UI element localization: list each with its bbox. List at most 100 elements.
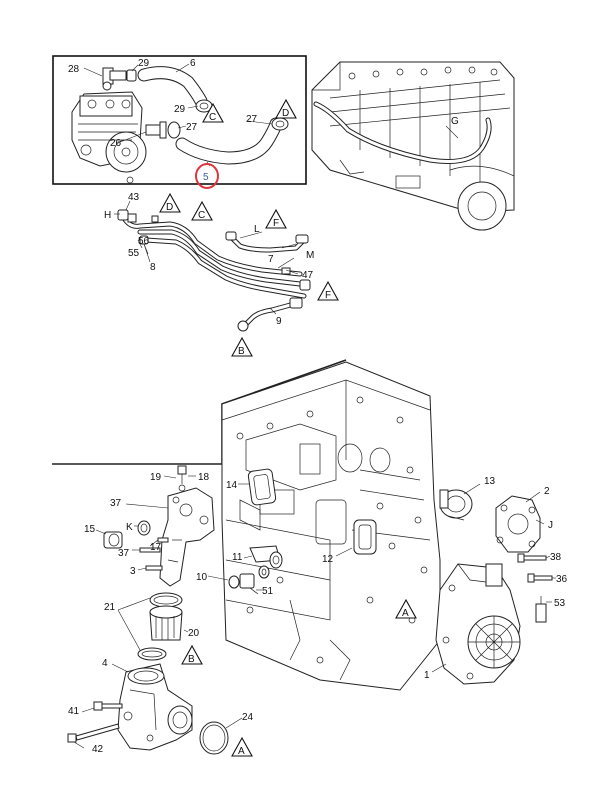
- callout-37-top: 37: [110, 498, 122, 509]
- callout-2: 2: [544, 486, 550, 497]
- callout-12: 12: [322, 554, 334, 565]
- o-ring-upper: [149, 592, 183, 608]
- callout-10: 10: [196, 572, 208, 583]
- reference-triangle-b-lower: B: [181, 644, 203, 665]
- callout-37-lower: 37: [118, 548, 130, 559]
- callout-7: 7: [268, 254, 274, 265]
- compressor-illustration: [71, 91, 147, 184]
- detail-inset: 28 29 6 29 27 27 26 5 C D: [52, 55, 307, 189]
- callout-6: 6: [190, 58, 196, 69]
- engine-head-illustration: [311, 61, 515, 231]
- callout-56: 56: [138, 236, 150, 247]
- callout-53: 53: [554, 598, 566, 609]
- callout-g: G: [451, 116, 459, 127]
- callout-29-middle: 29: [174, 104, 186, 115]
- coolant-tube-assembly: [117, 209, 311, 332]
- bolt-18-19: [177, 465, 187, 492]
- reference-triangle-d-mid: D: [159, 192, 181, 213]
- reference-triangle-b-top: B: [231, 336, 253, 357]
- svg-text:D: D: [282, 108, 289, 119]
- callout-47: 47: [302, 270, 314, 281]
- callout-36: 36: [556, 574, 568, 585]
- callout-17: 17: [150, 542, 162, 553]
- seal-k: [137, 520, 151, 536]
- reference-triangle-c-top: C: [202, 102, 224, 123]
- thermostat-housing-2: [495, 495, 541, 553]
- callout-9: 9: [276, 316, 282, 327]
- hose-fitting: [145, 121, 167, 139]
- svg-text:B: B: [188, 654, 195, 665]
- callout-m: M: [306, 250, 314, 261]
- reference-triangle-d-top: D: [275, 98, 297, 119]
- engine-block-illustration: [52, 359, 441, 691]
- callout-11: 11: [232, 552, 243, 563]
- hose-clamp-left: [167, 121, 181, 139]
- o-ring-lower: [137, 647, 167, 661]
- hose-clamp-right: [271, 117, 289, 131]
- reference-triangle-a-lower: A: [231, 736, 253, 757]
- reference-triangle-f-upper: F: [265, 208, 287, 229]
- filter-housing-4: [117, 663, 193, 751]
- callout-k: K: [126, 522, 133, 533]
- hose-clamp-top: [126, 69, 137, 82]
- callout-28: 28: [68, 64, 80, 75]
- reference-triangle-c-mid: C: [191, 200, 213, 221]
- callout-27-right: 27: [246, 114, 258, 125]
- callout-26: 26: [110, 138, 122, 149]
- bolt-41: [93, 701, 123, 711]
- plug-15: [103, 531, 123, 549]
- callout-21: 21: [104, 602, 116, 613]
- bolt-3: [145, 565, 163, 571]
- o-ring-24: [199, 721, 229, 755]
- bolt-36: [527, 573, 553, 583]
- elbow-fitting: [102, 67, 127, 91]
- reference-triangle-a-mid: A: [395, 598, 417, 619]
- callout-h: H: [104, 210, 111, 221]
- svg-text:A: A: [238, 746, 245, 757]
- highlighted-part-5-marker[interactable]: [195, 163, 219, 189]
- callout-1: 1: [424, 670, 430, 681]
- hose-clamp-middle: [195, 99, 213, 113]
- svg-text:D: D: [166, 202, 173, 213]
- callout-38: 38: [550, 552, 562, 563]
- bolt-38: [517, 553, 547, 563]
- callout-41: 41: [68, 706, 80, 717]
- svg-text:A: A: [402, 608, 409, 619]
- callout-20: 20: [188, 628, 200, 639]
- callout-5: 5: [203, 172, 209, 183]
- connector-pipe-11: [249, 545, 283, 569]
- callout-j: J: [548, 520, 553, 531]
- callout-14: 14: [226, 480, 238, 491]
- reference-triangle-f-lower: F: [317, 280, 339, 301]
- svg-text:C: C: [198, 210, 205, 221]
- svg-text:C: C: [209, 112, 216, 123]
- callout-42: 42: [92, 744, 104, 755]
- callout-l: L: [254, 224, 260, 235]
- callout-13: 13: [484, 476, 496, 487]
- svg-text:F: F: [325, 290, 331, 301]
- gasket-14: [247, 468, 277, 506]
- callout-51: 51: [262, 586, 274, 597]
- water-pump-1: [435, 563, 521, 685]
- callout-43: 43: [128, 192, 140, 203]
- coolant-manifold-3: [159, 487, 215, 587]
- callout-8: 8: [150, 262, 156, 273]
- callout-19: 19: [150, 472, 162, 483]
- gasket-12: [353, 519, 377, 555]
- sensor-53: [535, 596, 547, 623]
- thermostat-13: [439, 489, 473, 521]
- callout-4: 4: [102, 658, 108, 669]
- bolt-42: [67, 723, 120, 743]
- callout-18: 18: [198, 472, 210, 483]
- callout-27-left: 27: [186, 122, 198, 133]
- hose-main: [175, 117, 283, 165]
- hose-upper: [137, 66, 208, 108]
- callout-15: 15: [84, 524, 96, 535]
- svg-text:B: B: [238, 346, 245, 357]
- fitting-10: [228, 565, 270, 595]
- callout-24: 24: [242, 712, 254, 723]
- callout-29-top: 29: [138, 58, 150, 69]
- callout-3: 3: [130, 566, 136, 577]
- callout-55: 55: [128, 248, 140, 259]
